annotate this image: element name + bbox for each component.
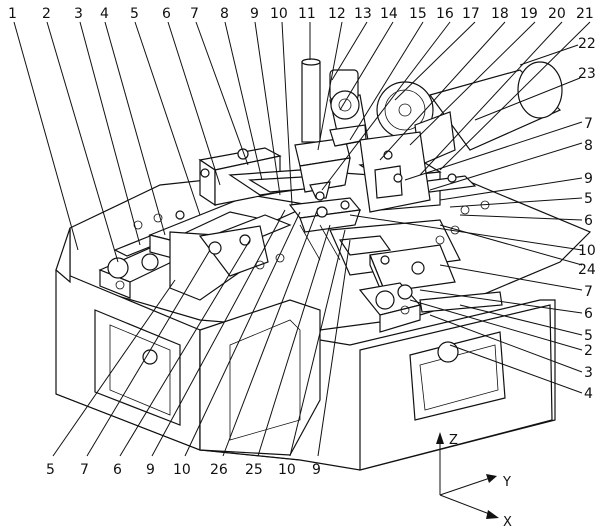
left-slide — [148, 194, 313, 301]
callout-label: 14 — [380, 6, 398, 22]
callout-label: 7 — [584, 116, 593, 132]
callout-label: 5 — [46, 462, 55, 478]
callout-label: 22 — [578, 36, 596, 52]
callouts-top: 1 2 3 4 5 6 7 8 9 10 11 12 13 14 15 16 1… — [8, 6, 594, 22]
x-arrow-icon — [486, 510, 499, 519]
callout-label: 3 — [74, 6, 83, 22]
callout-label: 9 — [250, 6, 259, 22]
leader-lines — [13, 21, 591, 457]
callout-label: 10 — [278, 462, 296, 478]
callout-label: 5 — [130, 6, 139, 22]
axis-y-label: Y — [502, 475, 511, 490]
callout-label: 10 — [270, 6, 288, 22]
callout-label: 6 — [584, 306, 593, 322]
callout-label: 9 — [146, 462, 155, 478]
callout-label: 6 — [162, 6, 171, 22]
axis-x-label: X — [503, 515, 512, 530]
callout-label: 17 — [462, 6, 480, 22]
callout-label: 6 — [584, 213, 593, 229]
callout-label: 21 — [576, 6, 594, 22]
callout-label: 13 — [354, 6, 372, 22]
callout-label: 23 — [578, 66, 596, 82]
callout-label: 25 — [245, 462, 263, 478]
axis-z-label: Z — [449, 433, 458, 448]
callout-label: 6 — [113, 462, 122, 478]
callout-label: 7 — [584, 284, 593, 300]
callout-label: 2 — [584, 343, 593, 359]
spindle-assembly — [294, 58, 563, 213]
callout-label: 20 — [548, 6, 566, 22]
callout-label: 18 — [491, 6, 509, 22]
callouts-right: 22 23 7 8 9 5 6 10 24 7 6 5 2 3 4 — [578, 36, 596, 402]
callout-label: 10 — [578, 243, 596, 259]
center-workpiece — [288, 197, 362, 261]
right-slide — [329, 219, 461, 301]
callout-label: 9 — [312, 462, 321, 478]
callout-label: 7 — [190, 6, 199, 22]
axis-indicator: Z Y X — [436, 432, 512, 530]
callout-label: 16 — [436, 6, 454, 22]
callout-label: 4 — [584, 386, 593, 402]
callout-label: 7 — [80, 462, 89, 478]
callout-label: 5 — [584, 191, 593, 207]
right-clamp — [142, 282, 503, 365]
callout-label: 11 — [298, 6, 316, 22]
z-arrow-icon — [436, 432, 444, 444]
callout-label: 8 — [584, 138, 593, 154]
callout-label: 1 — [8, 6, 17, 22]
callouts-bottom: 5 7 6 9 10 26 25 10 9 — [46, 462, 321, 478]
callout-label: 5 — [584, 328, 593, 344]
callout-label: 12 — [328, 6, 346, 22]
callout-label: 8 — [220, 6, 229, 22]
callout-label: 3 — [584, 365, 593, 381]
callout-label: 10 — [173, 462, 191, 478]
callout-label: 4 — [100, 6, 109, 22]
y-arrow-icon — [486, 474, 497, 483]
callout-label: 24 — [578, 262, 596, 278]
callout-label: 15 — [409, 6, 427, 22]
callout-label: 9 — [584, 171, 593, 187]
callout-label: 19 — [520, 6, 538, 22]
callout-label: 2 — [42, 6, 51, 22]
callout-label: 26 — [210, 462, 228, 478]
